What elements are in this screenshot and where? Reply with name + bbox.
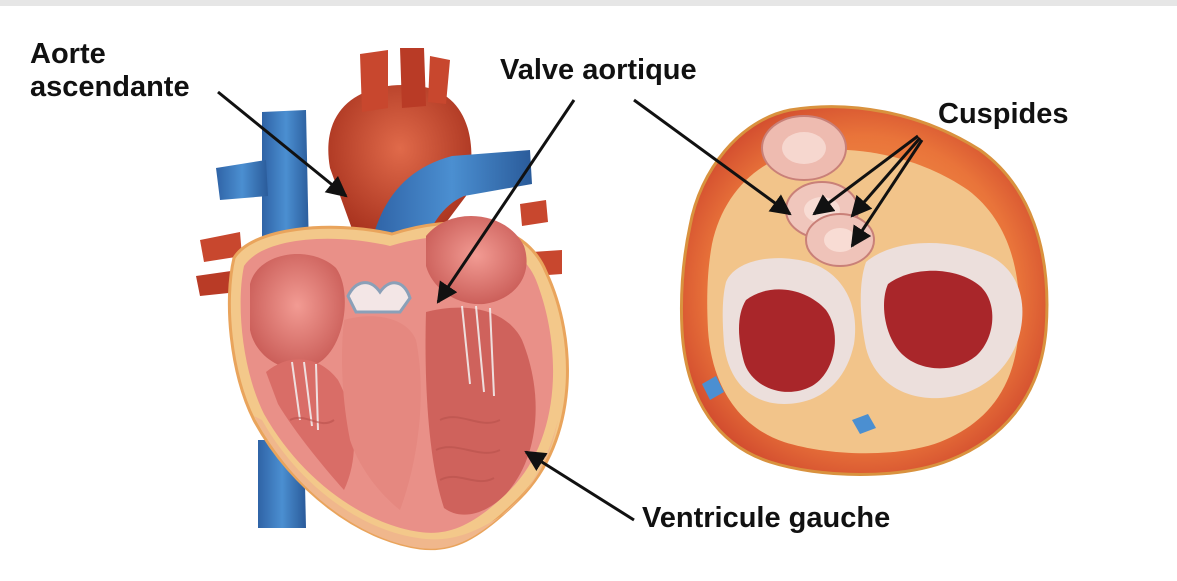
aortic-branch-1 bbox=[360, 50, 388, 112]
heart-cross-section bbox=[681, 107, 1046, 475]
label-cuspides: Cuspides bbox=[938, 98, 1069, 131]
aortic-branch-2 bbox=[400, 48, 426, 108]
trabeculae-left bbox=[739, 289, 835, 392]
arrow-ventricule bbox=[526, 452, 634, 520]
heart-longitudinal-section bbox=[196, 48, 567, 549]
label-aorte-line2: ascendante bbox=[30, 71, 190, 104]
label-valve-aortique: Valve aortique bbox=[500, 54, 697, 87]
label-ventricule-gauche: Ventricule gauche bbox=[642, 502, 890, 535]
label-aorte-ascendante: Aorte ascendante bbox=[30, 38, 190, 104]
pulmonary-vein-right-1 bbox=[520, 200, 548, 226]
label-aorte-line1: Aorte bbox=[30, 38, 190, 71]
vena-cava-branch bbox=[216, 160, 268, 200]
